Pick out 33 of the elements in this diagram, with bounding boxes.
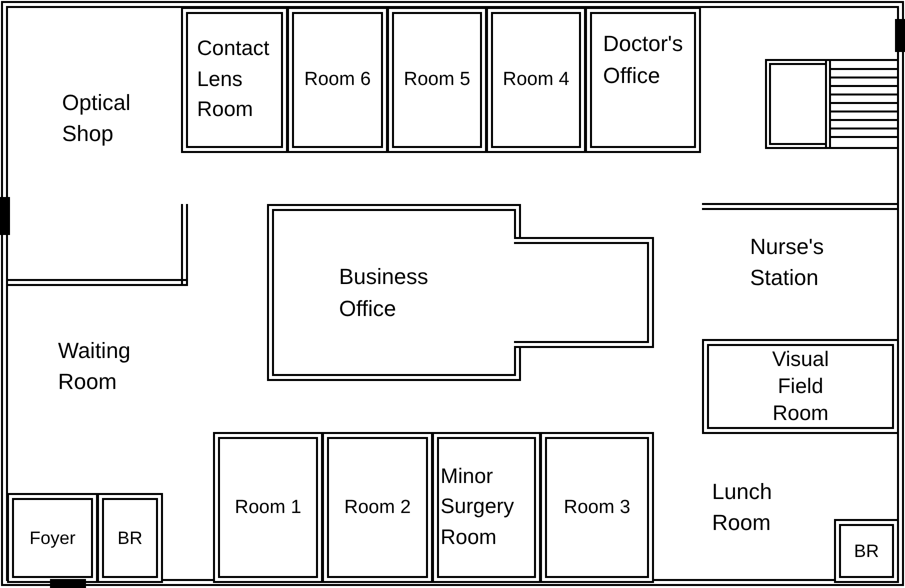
room (387, 7, 487, 153)
room (213, 432, 323, 583)
room-name: Room 3 (564, 496, 630, 520)
room-name: Foyer (29, 526, 76, 550)
room-name: Minor Surgery Room (440, 464, 516, 551)
room-name: Doctor's Office (603, 30, 683, 90)
room-name: Room 1 (234, 496, 302, 520)
room (322, 432, 433, 583)
room (834, 519, 899, 583)
room-name: Room 5 (404, 68, 470, 92)
room (486, 7, 586, 153)
room (181, 7, 288, 153)
room (432, 432, 541, 583)
room (702, 339, 899, 434)
room-name: Room 6 (304, 68, 371, 92)
room-name: Room 4 (502, 68, 570, 92)
area-name: Waiting Room (58, 337, 132, 396)
room-name: Contact Lens Room (197, 36, 270, 124)
room (97, 493, 163, 583)
room-name: BR (117, 526, 142, 550)
area-name: Optical Shop (62, 89, 132, 148)
room (7, 493, 98, 583)
room (585, 7, 701, 153)
room (540, 432, 654, 583)
room-name: BR (854, 540, 879, 563)
area-name: Nurse's Station (750, 233, 825, 292)
room-name: Room 2 (344, 496, 411, 520)
room (267, 204, 521, 381)
room-name: Visual Field Room (771, 346, 830, 428)
office-annex (514, 237, 654, 348)
room (287, 7, 388, 153)
area-name: Lunch Room (712, 478, 773, 537)
room-name: Business Office (339, 262, 430, 322)
